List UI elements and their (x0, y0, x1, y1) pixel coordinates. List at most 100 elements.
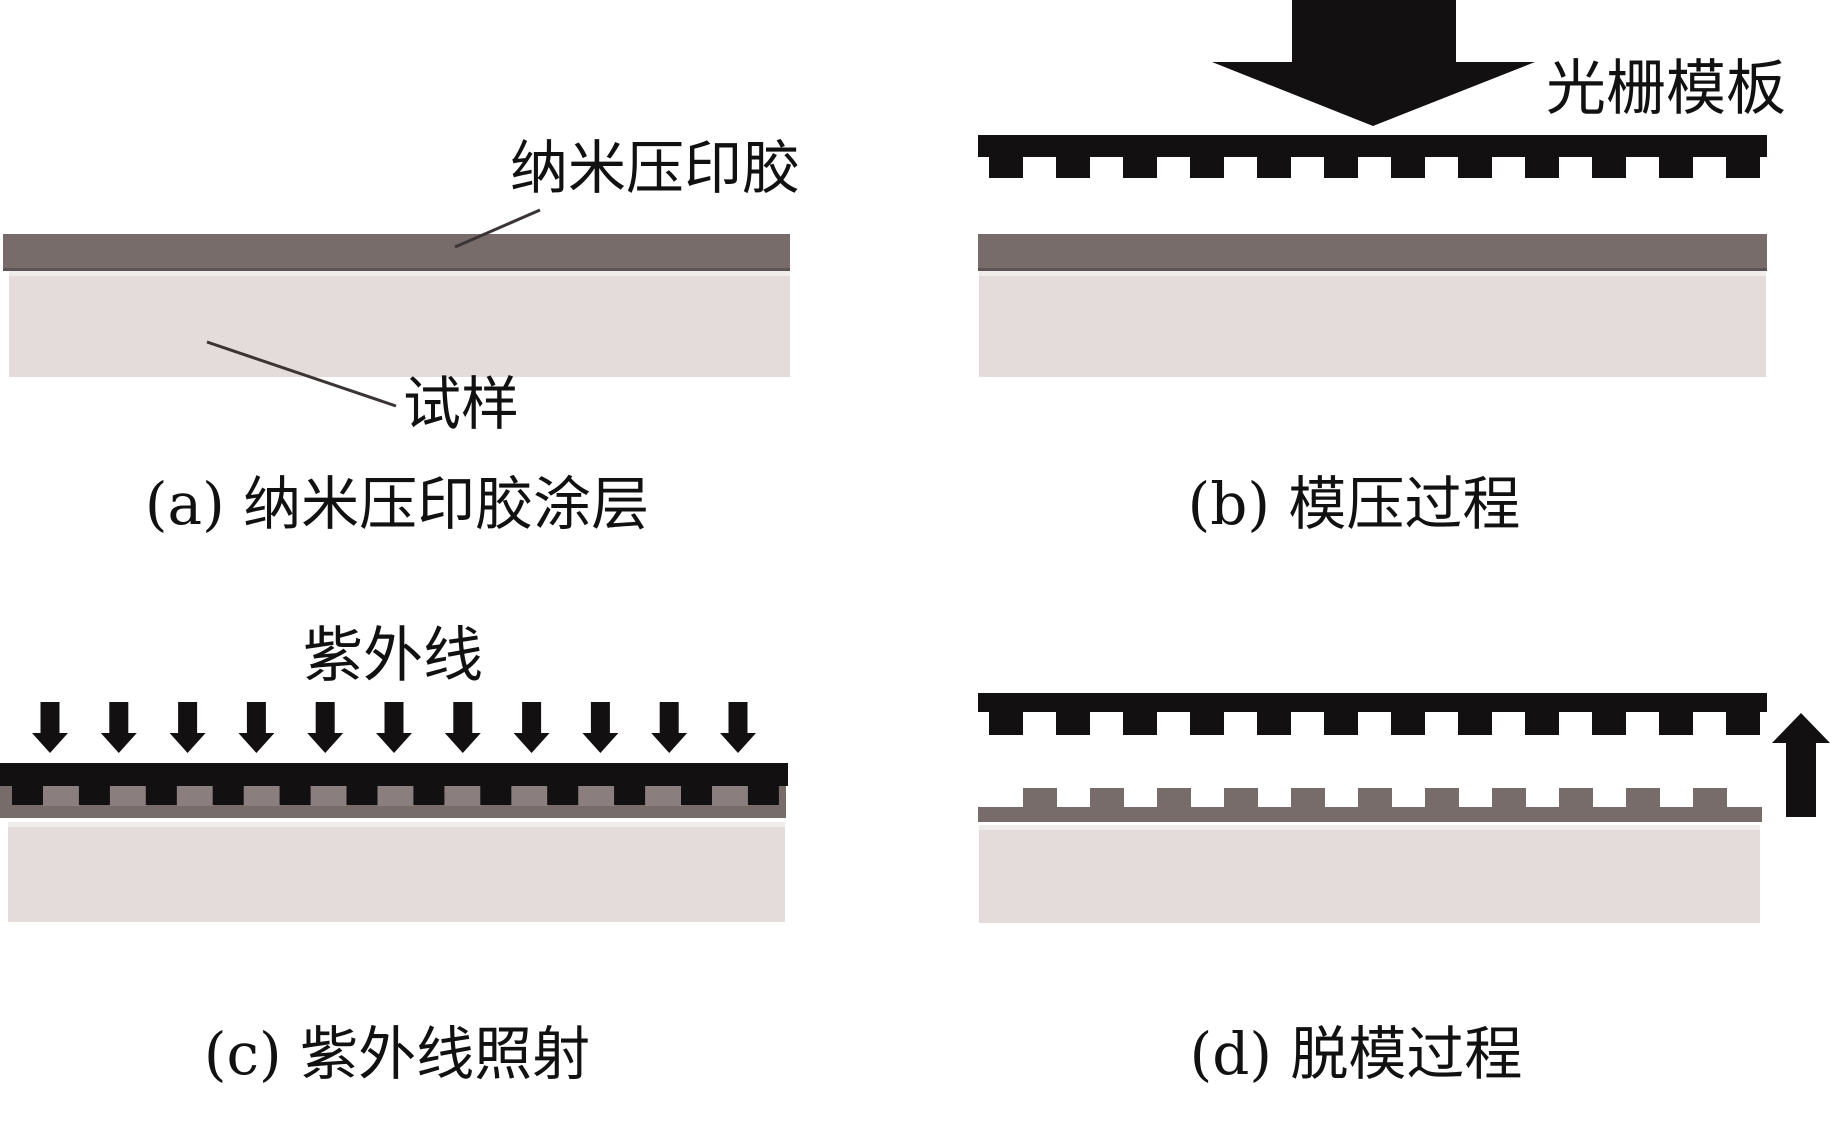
press-down-arrow-icon (1212, 0, 1535, 126)
template-c-tooth (614, 785, 646, 805)
substrate-a-highlight (9, 271, 790, 276)
template-b-tooth (1056, 156, 1090, 178)
uv-arrow-icon (720, 702, 756, 753)
template-d-tooth (1726, 711, 1760, 735)
substrate-c-highlight (8, 822, 785, 827)
resist-fill-c (109, 786, 147, 806)
template-c-backplate (0, 763, 788, 786)
resist-layer-a (3, 234, 790, 271)
resist-layer-a-edge (3, 268, 790, 271)
substrate-c (8, 822, 785, 922)
leader-line-resist (454, 208, 541, 249)
template-c-tooth (681, 785, 712, 805)
caption-b: (b) 模压过程 (1188, 470, 1521, 538)
resist-fill-c (511, 786, 549, 806)
template-d-tooth (1592, 711, 1626, 735)
panel-b: 光栅模板 (b) 模压过程 (978, 0, 1786, 538)
template-b-tooth (1391, 156, 1425, 178)
template-b-tooth (1257, 156, 1291, 178)
template-d-tooth (1324, 711, 1358, 735)
uv-arrow-icon (444, 702, 481, 753)
template-c-tooth (346, 785, 378, 805)
template-d-tooth (989, 711, 1023, 735)
substrate-d (979, 825, 1760, 923)
template-b-tooth (1592, 156, 1626, 178)
resist-fill-c (176, 786, 214, 806)
uv-arrow-icon (238, 702, 275, 753)
template-d-backplate (978, 693, 1767, 712)
template-c-tooth (145, 785, 177, 805)
template-d-tooth (1190, 711, 1224, 735)
imprinted-ridge (1693, 788, 1727, 808)
template-b-tooth (1458, 156, 1492, 178)
grating-template-b (978, 135, 1767, 178)
leader-line-substrate (206, 340, 397, 408)
panel-c: 紫外线 (c) 紫外线照射 (0, 621, 788, 1088)
resist-fill-c (310, 786, 348, 806)
resist-fill-c (243, 786, 281, 806)
resist-fill-c (444, 786, 482, 806)
template-b-backplate (978, 135, 1767, 157)
imprinted-ridge (1358, 788, 1392, 808)
template-b-tooth (1324, 156, 1358, 178)
substrate-b-highlight (979, 271, 1766, 276)
label-template: 光栅模板 (1546, 54, 1786, 124)
template-b-tooth (1726, 156, 1760, 178)
grating-template-c (0, 763, 788, 806)
uv-arrow-icon (582, 702, 619, 753)
caption-c: (c) 紫外线照射 (204, 1020, 590, 1088)
template-b-tooth (1525, 156, 1559, 178)
imprinted-ridge (1023, 788, 1057, 808)
template-c-tooth (212, 785, 244, 805)
template-c-tooth (78, 785, 110, 805)
template-d-tooth (1525, 711, 1559, 735)
template-d-tooth (1257, 711, 1291, 735)
imprinted-ridge (1559, 788, 1593, 808)
imprinted-ridge (1157, 788, 1191, 808)
template-c-tooth (413, 785, 445, 805)
template-c-tooth (12, 785, 43, 805)
resist-layer-b (978, 234, 1767, 271)
substrate-b (979, 271, 1766, 377)
substrate-a (9, 271, 790, 377)
imprinted-ridge (1492, 788, 1526, 808)
uv-arrow-icon (100, 702, 137, 753)
resist-layer-b-edge (978, 268, 1767, 271)
resist-fill-c (712, 786, 749, 806)
imprinted-ridge (1291, 788, 1325, 808)
template-d-tooth (1391, 711, 1425, 735)
grating-template-d (978, 693, 1767, 735)
template-d-tooth (1056, 711, 1090, 735)
template-b-tooth (1190, 156, 1224, 178)
uv-arrows (32, 702, 756, 753)
template-c-tooth (747, 785, 779, 805)
label-substrate: 试样 (403, 370, 519, 438)
uv-arrow-icon (32, 702, 68, 753)
lift-up-arrow-icon (1772, 713, 1830, 817)
imprinted-ridge (1090, 788, 1124, 808)
template-c-tooth (547, 785, 579, 805)
caption-d: (d) 脱模过程 (1190, 1020, 1523, 1088)
uv-arrow-icon (651, 702, 688, 753)
template-b-tooth (1123, 156, 1157, 178)
resist-fill-c (377, 786, 415, 806)
uv-arrow-icon (307, 702, 344, 753)
template-b-tooth (1659, 156, 1693, 178)
label-uv: 紫外线 (303, 621, 483, 691)
uv-arrow-icon (376, 702, 412, 753)
uv-arrow-icon (513, 702, 550, 753)
imprinted-grating-ridges (1023, 788, 1727, 808)
label-resist: 纳米压印胶 (510, 134, 800, 202)
resist-fill-c (43, 786, 80, 806)
resist-fill-c (578, 786, 616, 806)
panel-a: 纳米压印胶 试样 (a) 纳米压印胶涂层 (3, 134, 800, 538)
template-d-tooth (1458, 711, 1492, 735)
template-c-tooth (279, 785, 311, 805)
imprinted-ridge (1224, 788, 1258, 808)
template-c-tooth (480, 785, 512, 805)
template-d-tooth (1123, 711, 1157, 735)
imprinted-ridge (1626, 788, 1660, 808)
panel-d: (d) 脱模过程 (978, 693, 1830, 1088)
substrate-d-highlight (979, 825, 1760, 830)
